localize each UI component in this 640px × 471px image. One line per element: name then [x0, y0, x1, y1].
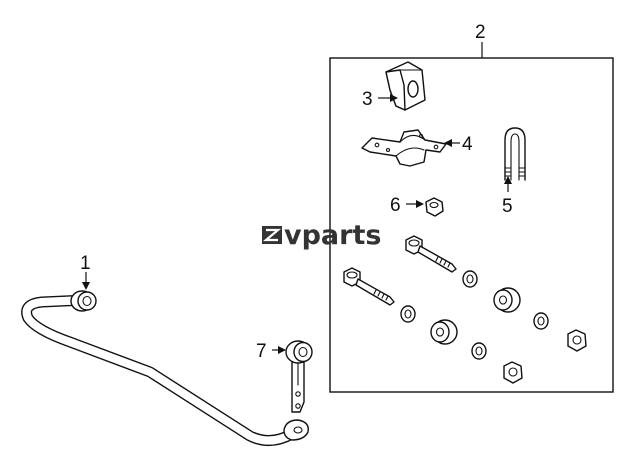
callout-5: 5 — [502, 196, 513, 217]
kit-nut-2 — [503, 361, 523, 384]
kit-washer-4 — [471, 342, 487, 360]
kit-washer-2 — [400, 305, 416, 323]
callout-2: 2 — [475, 22, 486, 43]
kit-washer-1 — [462, 270, 478, 288]
arrow-7 — [278, 346, 286, 354]
part-7-stabilizer-link — [285, 340, 313, 413]
kit-box — [329, 57, 614, 393]
callout-7: 7 — [256, 341, 267, 362]
callout-6: 6 — [390, 195, 401, 216]
callout-3: 3 — [362, 89, 373, 110]
callout-1: 1 — [80, 253, 91, 274]
watermark-text: vparts — [284, 220, 381, 251]
kit-bushing-1 — [493, 287, 521, 313]
kit-bolt-upper — [405, 235, 457, 273]
kit-nut-1 — [567, 329, 587, 352]
watermark-logo: vparts — [262, 220, 381, 251]
callout-4: 4 — [462, 134, 473, 155]
part-6-nut — [425, 197, 444, 217]
arrow-1 — [82, 282, 90, 290]
part-5-u-bolt — [504, 127, 526, 181]
kit-bushing-2 — [430, 319, 458, 345]
arrow-4 — [444, 139, 452, 147]
kit-washer-3 — [533, 312, 549, 330]
kit-bolt-lower — [343, 267, 395, 306]
part-4-bracket — [361, 129, 447, 167]
arrow-6 — [416, 200, 424, 208]
arrow-3 — [390, 94, 398, 102]
arrow-5 — [504, 176, 512, 184]
part-1-stabilizer-bar — [21, 290, 309, 446]
